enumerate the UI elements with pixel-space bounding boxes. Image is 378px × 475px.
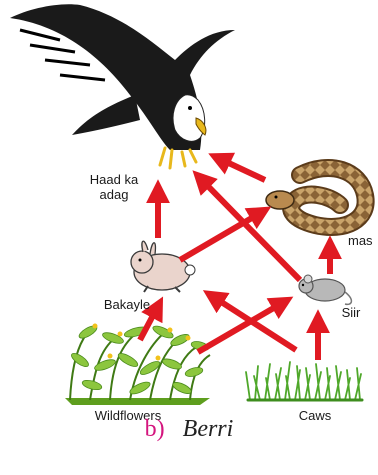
snake-illustration bbox=[266, 168, 366, 227]
grass-illustration bbox=[246, 362, 362, 400]
rabbit-illustration bbox=[131, 241, 195, 292]
arrow-snake-to-eagle bbox=[218, 158, 265, 180]
caption-letter: b bbox=[145, 416, 157, 442]
label-mouse: Siir bbox=[336, 305, 366, 320]
wildflowers-illustration bbox=[65, 324, 210, 406]
arrow-rabbit-to-snake bbox=[180, 212, 262, 260]
label-rabbit: Bakayle bbox=[92, 297, 162, 312]
arrow-flowers-to-mouse bbox=[198, 302, 284, 352]
eagle-illustration bbox=[10, 4, 235, 168]
label-snake: mas bbox=[348, 233, 378, 248]
caption-word: Berri bbox=[183, 416, 234, 442]
mouse-illustration bbox=[299, 275, 351, 304]
figure-caption: b) Berri bbox=[0, 414, 378, 444]
label-eagle: Haad ka adag bbox=[80, 172, 148, 202]
label-eagle-text: Haad ka adag bbox=[90, 172, 138, 202]
caption-paren: ) bbox=[157, 416, 165, 442]
